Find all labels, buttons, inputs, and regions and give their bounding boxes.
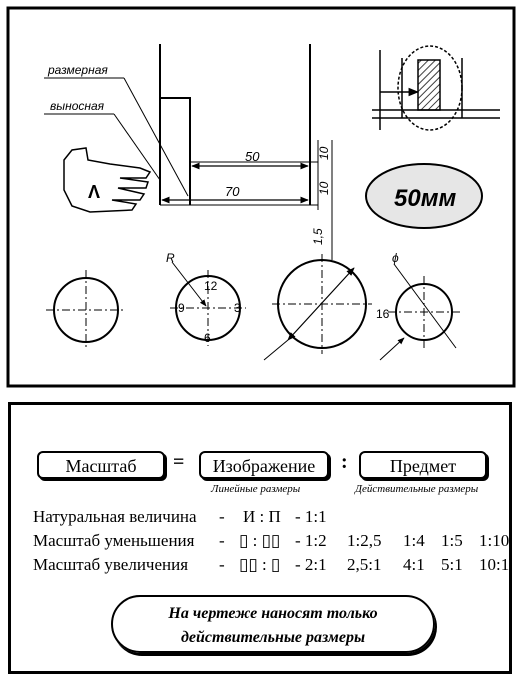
stamp-text: 50мм xyxy=(394,185,456,212)
dim-10-top: 10 xyxy=(317,146,331,160)
dim-1-5: 1,5 xyxy=(311,228,325,245)
row-value: - 2:1 xyxy=(295,555,327,574)
row-dash: - xyxy=(219,507,225,526)
scale-panel: Масштаб = Изображение : Предмет Линейные… xyxy=(8,402,512,674)
clock-3: 3 xyxy=(234,301,241,315)
row-label: Масштаб уменьшения xyxy=(33,531,195,550)
label-dimension-line: размерная xyxy=(47,63,108,77)
circle-2 xyxy=(170,261,246,346)
row-label: Масштаб увеличения xyxy=(33,555,189,574)
part-outline xyxy=(159,44,311,205)
row-value: 1:10 xyxy=(479,531,510,550)
row-label: Натуральная величина xyxy=(33,507,197,526)
scale-box: Масштаб xyxy=(37,451,165,479)
dim-50: 50 xyxy=(245,149,260,164)
hand-letter: Λ xyxy=(88,182,100,202)
circle-3 xyxy=(263,254,372,361)
clock-6: 6 xyxy=(204,331,211,345)
circle-4 xyxy=(379,263,460,361)
label-extension-line: выносная xyxy=(50,99,105,113)
row-value: 2,5:1 xyxy=(347,555,382,574)
colon-sign: : xyxy=(341,451,348,473)
row-ratio: И : П xyxy=(243,507,281,526)
clock-9: 9 xyxy=(178,301,185,315)
radius-label: R xyxy=(166,251,175,265)
row-value: - 1:2 xyxy=(295,531,327,550)
dim-10-bottom: 10 xyxy=(317,181,331,195)
dimensioning-illustration: 50 70 10 10 1,5 размерная выносная Λ 50м… xyxy=(6,6,516,388)
row-value: 10:1 xyxy=(479,555,510,574)
hand-icon xyxy=(63,147,152,213)
row-value: - 1:1 xyxy=(295,507,327,526)
stamp-oval xyxy=(365,163,483,229)
section-detail xyxy=(372,45,500,131)
dim-16: 16 xyxy=(376,307,390,321)
equals-sign: = xyxy=(173,451,185,473)
circle-1 xyxy=(46,270,126,350)
row-dash: - xyxy=(219,555,225,574)
dim-70: 70 xyxy=(225,184,240,199)
note-line-2: действительные размеры xyxy=(180,629,366,646)
row-value: 1:5 xyxy=(441,531,463,550)
row-value: 5:1 xyxy=(441,555,463,574)
top-frame xyxy=(6,6,516,388)
row-ratio: ▯▯ : ▯ xyxy=(239,555,281,574)
row-value: 4:1 xyxy=(403,555,425,574)
row-dash: - xyxy=(219,531,225,550)
clock-12: 12 xyxy=(204,279,218,293)
note-line-1: На чертеже наносят только xyxy=(168,605,378,622)
image-caption: Линейные размеры xyxy=(211,483,301,495)
object-box: Предмет xyxy=(359,451,487,479)
row-ratio: ▯ : ▯▯ xyxy=(239,531,281,550)
object-caption: Действительные размеры xyxy=(355,483,479,495)
diameter-label: ϕ xyxy=(392,251,399,265)
row-value: 1:2,5 xyxy=(347,531,382,550)
row-value: 1:4 xyxy=(403,531,425,550)
extension-lines xyxy=(160,161,318,206)
note-box: На чертеже наносят только действительные… xyxy=(111,595,435,653)
image-box: Изображение xyxy=(199,451,329,479)
